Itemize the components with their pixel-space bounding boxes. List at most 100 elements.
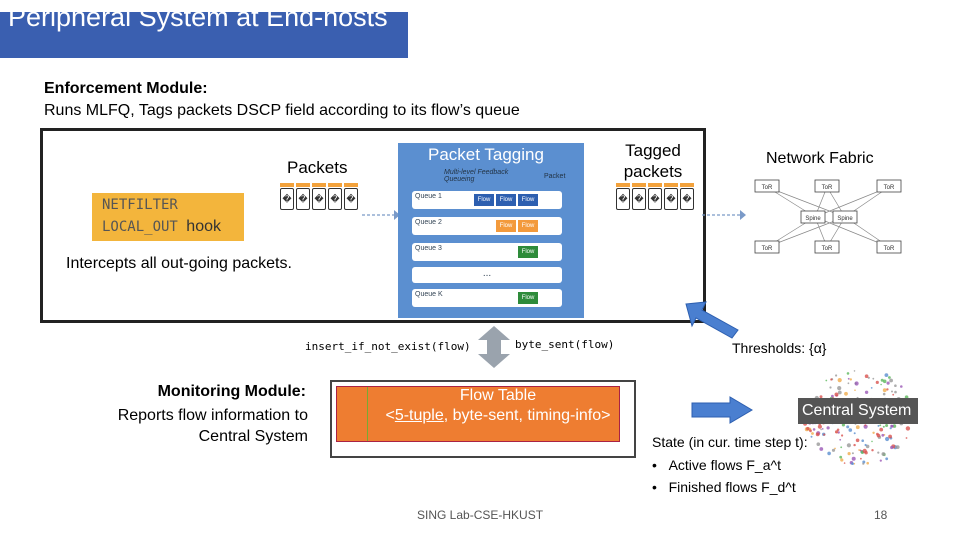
flow-table-box (330, 380, 636, 458)
brain-dot (829, 386, 832, 389)
brain-dot (855, 438, 860, 443)
flow-block: Flow (518, 194, 538, 206)
brain-dot (905, 426, 911, 431)
brain-dot (890, 424, 893, 428)
brain-dot (890, 445, 894, 450)
brain-dot (840, 446, 843, 449)
monitoring-desc: Reports flow information to Central Syst… (117, 407, 308, 445)
network-fabric-label: Network Fabric (766, 150, 874, 167)
queue-label: Queue 2 (415, 219, 442, 226)
brain-dot (882, 392, 886, 396)
brain-dot (885, 457, 889, 461)
brain-dot (839, 438, 842, 441)
brain-dot (853, 462, 856, 465)
brain-dot (847, 452, 851, 456)
state-item-finished: Finished flows F_d^t (668, 479, 796, 495)
brain-dot (855, 425, 860, 430)
brain-dot (846, 372, 850, 375)
brain-dot (877, 424, 880, 427)
brain-dot (876, 433, 881, 438)
packet-icon: � (680, 183, 694, 210)
flow-block: Flow (518, 292, 538, 304)
brain-dot (900, 385, 903, 388)
flow-table-separator (367, 387, 368, 441)
brain-dot (864, 390, 869, 394)
queue-label: Queue K (415, 291, 443, 298)
brain-dot (884, 373, 889, 377)
tor-label: ToR (762, 185, 773, 191)
brain-dot (839, 455, 843, 459)
brain-dot (862, 448, 867, 454)
brain-dot (820, 428, 822, 431)
brain-dot (864, 374, 869, 378)
brain-dot (841, 434, 844, 437)
brain-dot (867, 376, 870, 379)
brain-dot (882, 388, 887, 393)
brain-dot (895, 445, 900, 449)
brain-dot (819, 395, 823, 399)
brain-dot (853, 432, 856, 435)
brain-dot (835, 374, 838, 377)
brain-dot (885, 436, 890, 442)
tagged-packets-label: Tagged packets (613, 140, 693, 182)
brain-dot (894, 384, 897, 387)
queue-dots: ... (482, 268, 492, 279)
brain-dot (823, 433, 826, 436)
brain-dot (811, 432, 814, 435)
brain-dot (864, 443, 867, 447)
brain-dot (809, 429, 812, 433)
brain-dot (862, 462, 865, 465)
netfilter-line2b: hook (186, 218, 221, 235)
spine-label: Spine (805, 216, 821, 222)
queue-label: Queue 3 (415, 245, 442, 252)
queue-label: Queue 1 (415, 193, 442, 200)
brain-dot (806, 426, 810, 431)
packet-icon: � (280, 183, 294, 210)
packet-icon: � (664, 183, 678, 210)
brain-dot (854, 389, 856, 391)
brain-dot (840, 458, 844, 462)
insert-if-not-exist-label: insert_if_not_exist(flow) (305, 340, 471, 353)
brain-dot (846, 443, 851, 448)
brain-dot (815, 432, 820, 437)
state-item-active: Active flows F_a^t (668, 457, 781, 473)
queue-row: Queue K Flow (412, 289, 562, 307)
packet-icon: � (344, 183, 358, 210)
flow-table-tuple: 5-tuple (394, 407, 444, 424)
tor-label: ToR (762, 246, 773, 252)
byte-sent-label: byte_sent(flow) (515, 338, 615, 351)
enforcement-desc: Runs MLFQ, Tags packets DSCP field accor… (44, 102, 520, 119)
brain-dot (844, 391, 848, 396)
arrow-to-tagging-icon (362, 210, 400, 220)
brain-dot (831, 394, 834, 398)
brain-dot (825, 379, 828, 382)
brain-dot (831, 448, 836, 452)
brain-dot (882, 425, 885, 428)
flow-table-rest: , byte-sent, timing-info> (443, 407, 611, 424)
brain-dot (817, 424, 822, 429)
brain-dot (872, 377, 875, 380)
brain-dot (886, 388, 889, 391)
brain-dot (871, 449, 874, 452)
brain-dot (905, 437, 908, 439)
brain-dot (837, 386, 842, 391)
brain-dot (889, 378, 893, 383)
brain-dot (812, 428, 816, 431)
brain-dot (834, 392, 839, 397)
flow-table-text: Flow Table <5-tuple, byte-sent, timing-i… (380, 386, 616, 426)
tor-label: ToR (822, 246, 833, 252)
brain-dot (881, 433, 885, 437)
brain-dot (872, 431, 875, 434)
brain-dot (879, 459, 882, 462)
brain-dot (826, 426, 830, 430)
central-system-label: Central System (798, 398, 918, 424)
brain-dot (853, 370, 856, 372)
spine-label: Spine (837, 216, 853, 222)
brain-dot (871, 440, 873, 443)
page-number: 18 (874, 508, 888, 522)
brain-dot (841, 423, 845, 427)
brain-dot (885, 424, 889, 427)
bidirectional-arrow-icon (478, 326, 510, 368)
brain-dot (849, 378, 852, 381)
brain-dot (819, 447, 824, 451)
